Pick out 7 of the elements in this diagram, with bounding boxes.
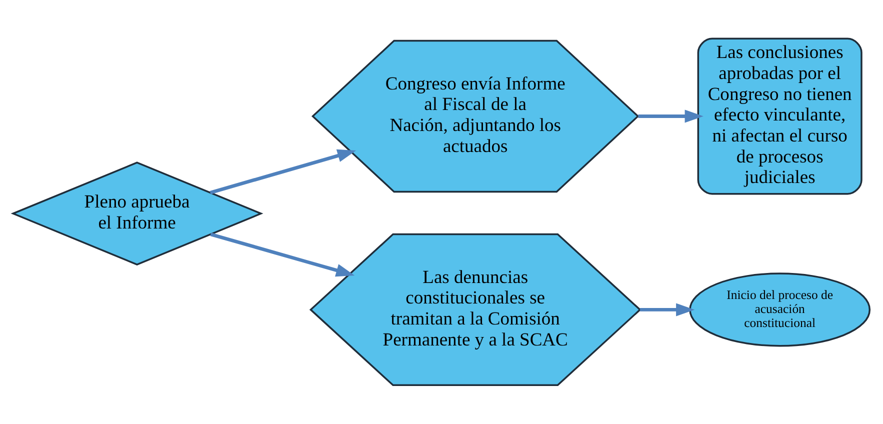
arrow (640, 303, 695, 316)
node-diamond: Pleno aprueba el Informe (10, 162, 264, 266)
node-ellipse: Inicio del proceso de acusación constitucional (689, 272, 871, 347)
arrow (210, 149, 356, 194)
arrow (210, 232, 355, 277)
arrow (638, 110, 704, 123)
node-box: Las conclusiones aprobadas por el Congreso no tienen efecto vinculante, ni afectan el curso de procesos judiciales (697, 38, 862, 195)
